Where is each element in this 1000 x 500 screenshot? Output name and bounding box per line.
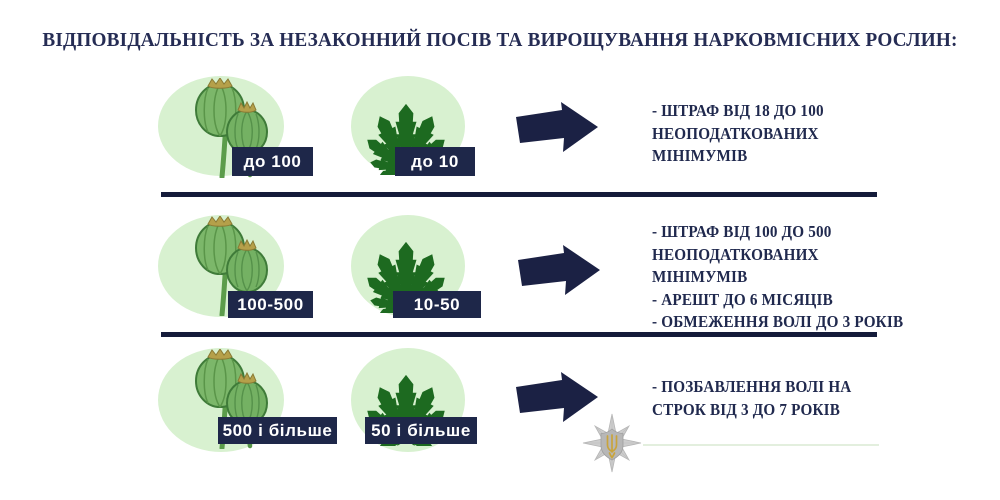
- poppy-quantity-label: 500 і більше: [218, 417, 337, 444]
- penalty-line: - ШТРАФ ВІД 100 ДО 500: [652, 222, 832, 241]
- row-divider: [161, 192, 877, 197]
- penalty-text-row1: - ШТРАФ ВІД 18 ДО 100 НЕОПОДАТКОВАНИХ МІ…: [652, 100, 910, 168]
- penalty-line: - ШТРАФ ВІД 18 ДО 100: [652, 101, 824, 120]
- penalty-text-row2: - ШТРАФ ВІД 100 ДО 500 НЕОПОДАТКОВАНИХ М…: [652, 221, 910, 334]
- page-title: ВІДПОВІДАЛЬНІСТЬ ЗА НЕЗАКОННИЙ ПОСІВ ТА …: [42, 29, 958, 51]
- penalty-line: - ОБМЕЖЕННЯ ВОЛІ ДО 3 РОКІВ: [652, 312, 904, 331]
- penalty-line: НЕОПОДАТКОВАНИХ МІНІМУМІВ: [652, 123, 819, 166]
- poppy-quantity-label: 100-500: [228, 291, 313, 318]
- arrow-right-icon: [516, 102, 598, 152]
- row-divider: [161, 332, 877, 337]
- penalty-line: - АРЕШТ ДО 6 МІСЯЦІВ: [652, 289, 833, 309]
- penalty-line: НЕОПОДАТКОВАНИХ МІНІМУМІВ: [652, 244, 819, 287]
- penalty-line: - ПОЗБАВЛЕННЯ ВОЛІ НА: [652, 377, 852, 396]
- cannabis-quantity-label: 50 і більше: [365, 417, 477, 444]
- poppy-quantity-label: до 100: [232, 147, 313, 176]
- cannabis-quantity-label: до 10: [395, 147, 475, 176]
- arrow-right-icon: [518, 245, 600, 295]
- cannabis-quantity-label: 10-50: [393, 291, 481, 318]
- faint-underline: [643, 444, 879, 446]
- ukraine-police-badge-icon: [582, 413, 642, 473]
- penalty-line: СТРОК ВІД 3 ДО 7 РОКІВ: [652, 399, 841, 419]
- penalty-text-row3: - ПОЗБАВЛЕННЯ ВОЛІ НА СТРОК ВІД 3 ДО 7 Р…: [652, 376, 910, 421]
